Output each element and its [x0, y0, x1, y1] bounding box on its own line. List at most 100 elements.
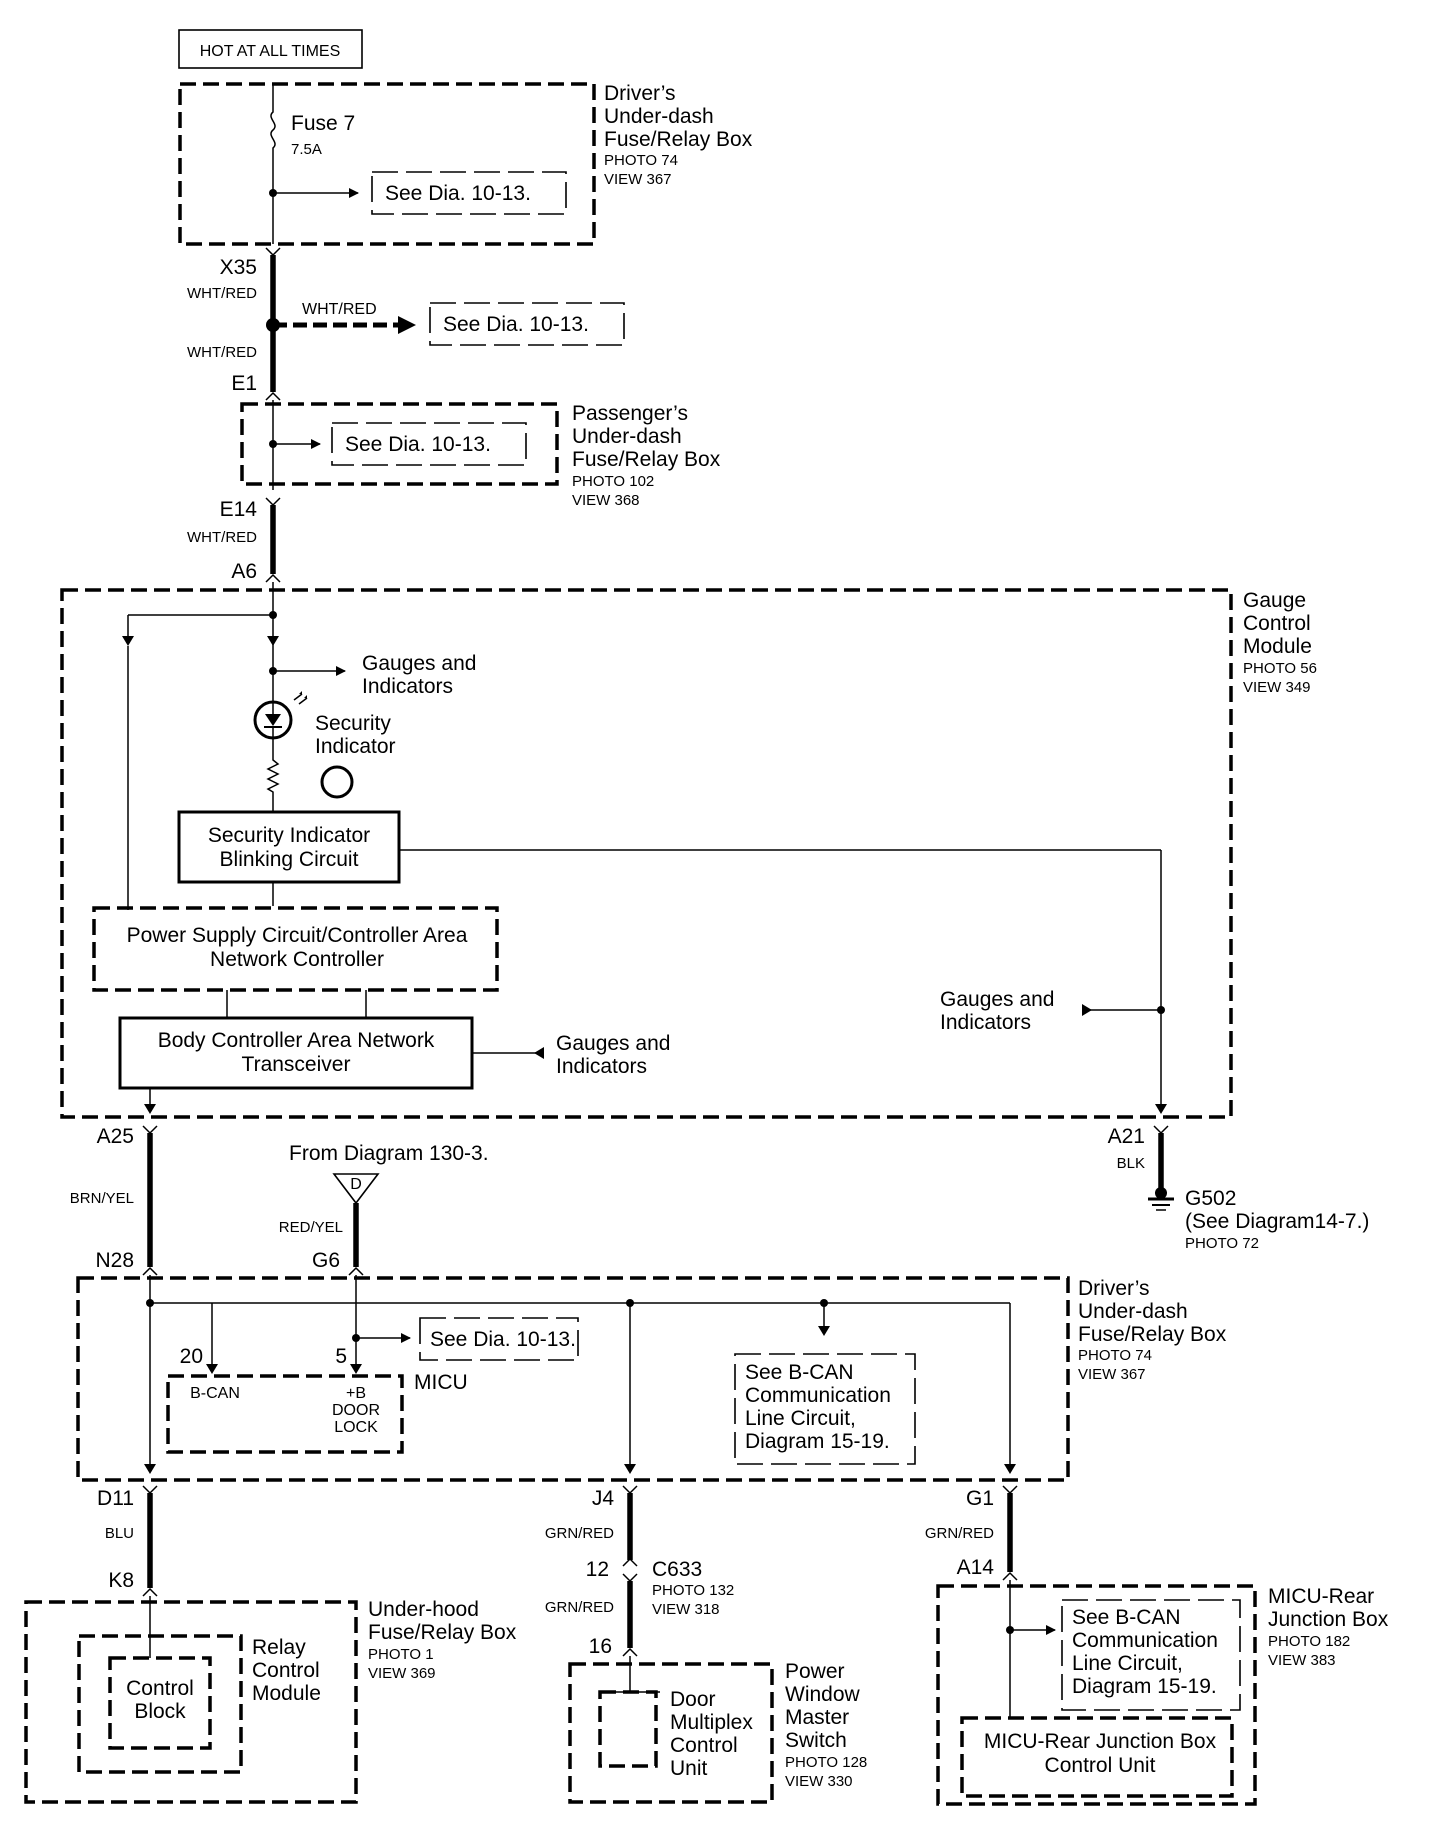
drivers-underdash-box-middle: Driver’s Under-dash Fuse/Relay Box PHOTO… [76, 1275, 1227, 1482]
a25-wire: BRN/YEL [70, 1190, 134, 1207]
see-dia-3: See Dia. 10-13. [345, 433, 491, 456]
connector-d-letter: D [350, 1176, 362, 1193]
passengers-box-title-1: Passenger’s [572, 402, 688, 425]
security-indicator-1: Security [315, 712, 391, 735]
gauge-photo: PHOTO 56 [1243, 660, 1317, 677]
underhood-fuse-box: Under-hood Fuse/Relay Box PHOTO 1 VIEW 3… [24, 1596, 517, 1804]
pw-view: VIEW 330 [785, 1773, 853, 1790]
a21-segment: A21 BLK G502 (See Diagram14-7.) PHOTO 72 [1108, 1125, 1370, 1252]
drivers2-title-2: Under-dash [1078, 1300, 1188, 1323]
see-bcan-2-3: Line Circuit, [1072, 1652, 1183, 1675]
door-unit-box [598, 1690, 658, 1768]
a21-wire: BLK [1117, 1155, 1145, 1172]
passengers-box-title-3: Fuse/Relay Box [572, 448, 721, 471]
underhood-photo: PHOTO 1 [368, 1646, 434, 1663]
x35-wire-top: WHT/RED [187, 285, 257, 302]
micu-rear-control-1: MICU-Rear Junction Box [984, 1730, 1217, 1753]
drivers-underdash-box-top: Driver’s Under-dash Fuse/Relay Box PHOTO… [178, 82, 753, 246]
blink-circuit-2: Blinking Circuit [220, 848, 359, 871]
control-block-1: Control [126, 1677, 194, 1700]
g1-pin: G1 [966, 1487, 994, 1510]
micu-label: MICU [414, 1371, 468, 1394]
g1-wire: GRN/RED [925, 1525, 994, 1542]
door-unit-2: Multiplex [670, 1711, 753, 1734]
see-dia-box-1 [371, 171, 567, 215]
relay-module-3: Module [252, 1682, 321, 1705]
power-supply-box [92, 906, 499, 992]
drivers2-view: VIEW 367 [1078, 1366, 1146, 1383]
j4-wire-bottom: GRN/RED [545, 1599, 614, 1616]
see-bcan-box-1 [734, 1353, 916, 1465]
see-bcan-1-4: Diagram 15-19. [745, 1430, 890, 1453]
micu-rear-control-2: Control Unit [1045, 1754, 1156, 1777]
gauge-control-module: Gauge Control Module PHOTO 56 VIEW 349 G… [60, 582, 1317, 1119]
a14-pin: A14 [957, 1556, 995, 1579]
transceiver-1: Body Controller Area Network [158, 1029, 435, 1052]
g1-segment: G1 GRN/RED A14 [925, 1485, 1018, 1581]
micu-plusb-1: +B [346, 1385, 366, 1402]
d11-pin: D11 [97, 1487, 134, 1510]
d11-wire: BLU [105, 1525, 134, 1542]
d11-segment: D11 BLU K8 [97, 1485, 158, 1597]
resistor-symbol [266, 740, 280, 812]
door-unit-3: Control [670, 1734, 738, 1757]
n28-pin: N28 [95, 1249, 134, 1272]
g6-pin: G6 [312, 1249, 340, 1272]
pw-title-3: Master [785, 1706, 849, 1729]
ground-note: (See Diagram14-7.) [1185, 1210, 1369, 1233]
gauges-top-2: Indicators [362, 675, 453, 698]
hot-at-all-times-box: HOT AT ALL TIMES [178, 29, 363, 69]
micu-plusb-2: DOOR [332, 1402, 380, 1419]
gauge-title-2: Control [1243, 612, 1311, 635]
relay-module-box [77, 1634, 243, 1774]
pw-title-4: Switch [785, 1729, 847, 1752]
gauges-right-2: Indicators [940, 1011, 1031, 1034]
gauges-top-1: Gauges and [362, 652, 476, 675]
a21-pin: A21 [1108, 1125, 1145, 1148]
a25-pin: A25 [97, 1125, 134, 1148]
from-diagram-label: From Diagram 130-3. [289, 1142, 489, 1165]
security-indicator-2: Indicator [315, 735, 396, 758]
see-dia-box-4 [419, 1317, 579, 1361]
underhood-title-1: Under-hood [368, 1598, 479, 1621]
door-unit-4: Unit [670, 1757, 708, 1780]
see-bcan-1-2: Communication [745, 1384, 891, 1407]
see-bcan-1-3: Line Circuit, [745, 1407, 856, 1430]
passengers-box-photo: PHOTO 102 [572, 473, 654, 490]
see-bcan-2-1: See B-CAN [1072, 1606, 1181, 1629]
e14-pin: E14 [220, 498, 258, 521]
j4-pin: J4 [592, 1487, 615, 1510]
c633-view: VIEW 318 [652, 1601, 720, 1618]
e1-pin: E1 [231, 372, 257, 395]
gauge-view: VIEW 349 [1243, 679, 1311, 696]
a25-segment: A25 BRN/YEL N28 [70, 1125, 158, 1276]
e14-wire: WHT/RED [187, 529, 257, 546]
underhood-view: VIEW 369 [368, 1665, 436, 1682]
micu-rear-junction-box: MICU-Rear Junction Box PHOTO 182 VIEW 38… [936, 1580, 1389, 1806]
micu-rear-title-2: Junction Box [1268, 1608, 1389, 1631]
x35-wire-bottom: WHT/RED [187, 344, 257, 361]
see-bcan-2-2: Communication [1072, 1629, 1218, 1652]
pw-photo: PHOTO 128 [785, 1754, 867, 1771]
gauge-title-1: Gauge [1243, 589, 1306, 612]
pin-20: 20 [180, 1345, 203, 1368]
fuse-7-name: Fuse 7 [291, 112, 355, 135]
drivers-box-title-1: Driver’s [604, 82, 676, 105]
e14-segment: E14 WHT/RED A6 [187, 497, 281, 583]
see-dia-box-3 [331, 422, 527, 466]
pin-12: 12 [586, 1558, 609, 1581]
passengers-underdash-box: Passenger’s Under-dash Fuse/Relay Box PH… [240, 400, 721, 509]
see-bcan-1-1: See B-CAN [745, 1361, 854, 1384]
power-supply-2: Network Controller [210, 948, 384, 971]
pw-title-2: Window [785, 1683, 861, 1706]
from-diagram-wire: RED/YEL [279, 1219, 343, 1236]
see-dia-1: See Dia. 10-13. [385, 182, 531, 205]
passengers-box-view: VIEW 368 [572, 492, 640, 509]
blink-circuit-1: Security Indicator [208, 824, 370, 847]
a6-pin: A6 [231, 560, 257, 583]
x35-pin: X35 [220, 256, 257, 279]
drivers-box-photo: PHOTO 74 [604, 152, 678, 169]
see-dia-4: See Dia. 10-13. [430, 1328, 576, 1351]
micu-rear-title-1: MICU-Rear [1268, 1585, 1374, 1608]
hot-label: HOT AT ALL TIMES [200, 43, 341, 60]
